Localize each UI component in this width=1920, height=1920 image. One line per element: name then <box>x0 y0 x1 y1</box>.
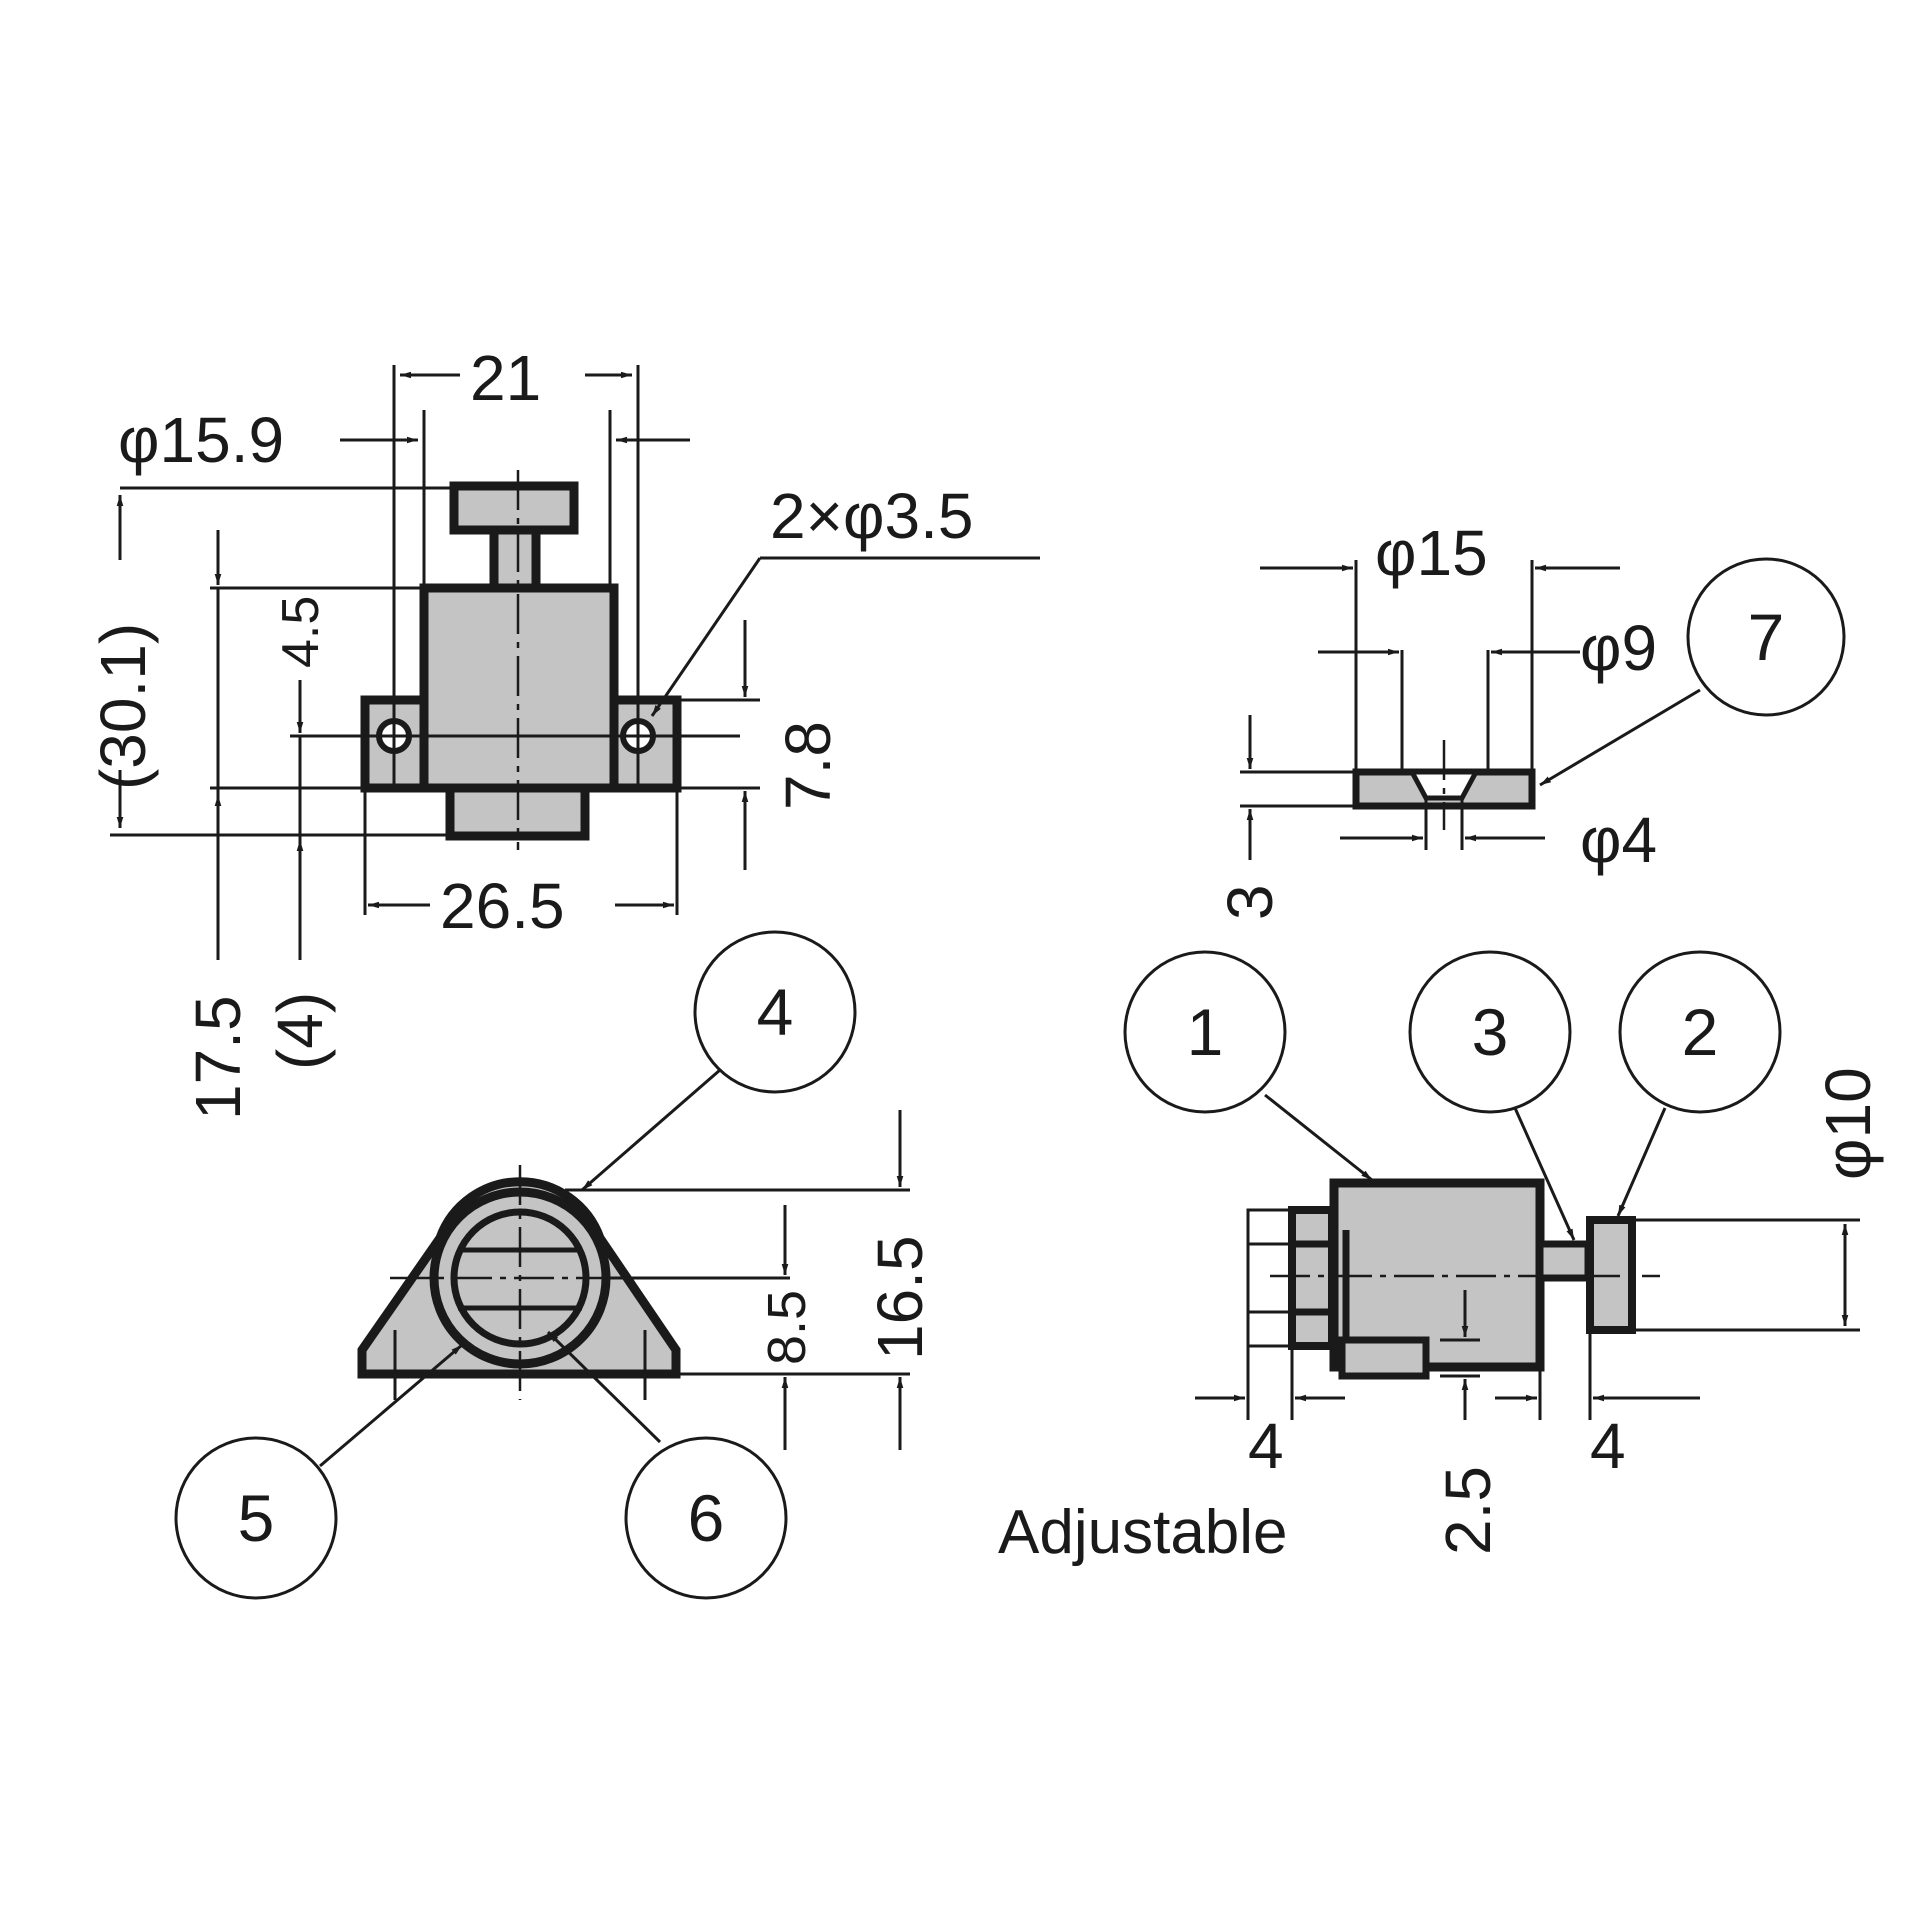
callout-2 <box>1618 950 1782 1114</box>
plunger-stem-side <box>1536 1240 1592 1282</box>
callout-4-label: 4 <box>757 975 794 1049</box>
plunger-stem <box>489 523 541 593</box>
dim-total-height: (30.1) <box>87 623 159 790</box>
callout-5-label: 5 <box>238 1481 275 1555</box>
dim-base-offset: (4) <box>264 992 336 1070</box>
dim-right-4: 4 <box>1590 1410 1626 1482</box>
dim-strike-outer-diameter: φ15 <box>1375 517 1488 589</box>
front-view: 21 φ15.9 2×φ3.5 (30.1) 17.5 4.5 (4) 7.8 … <box>87 342 1040 1120</box>
dim-width-21: 21 <box>470 342 541 414</box>
callout-4 <box>693 930 857 1094</box>
dim-strike-inner-diameter: φ9 <box>1580 612 1657 684</box>
dim-center-height: 8.5 <box>757 1290 817 1365</box>
dim-hole-offset: 4.5 <box>272 596 330 668</box>
dim-left-4: 4 <box>1248 1410 1284 1482</box>
dim-base-width: 26.5 <box>440 870 565 942</box>
callout-7 <box>1686 557 1846 717</box>
callout-2-label: 2 <box>1682 995 1719 1069</box>
callout-3 <box>1408 950 1572 1114</box>
end-view: 8.5 16.5 4 5 6 <box>174 930 936 1600</box>
dim-mounting-holes: 2×φ3.5 <box>770 480 973 552</box>
dim-button-diameter: φ15.9 <box>118 404 284 476</box>
callout-6-label: 6 <box>688 1481 725 1555</box>
push-button-head <box>449 481 579 535</box>
dim-tip-diameter: φ10 <box>1812 1067 1884 1180</box>
strike-plate-view: φ15 φ9 φ4 3 7 <box>1214 517 1846 920</box>
adjustable-label: Adjustable <box>998 1498 1288 1567</box>
dim-flange-height: 7.8 <box>772 721 844 810</box>
callout-7-label: 7 <box>1748 600 1785 674</box>
callout-6 <box>624 1436 788 1600</box>
callout-3-label: 3 <box>1472 995 1509 1069</box>
dim-end-total-height: 16.5 <box>864 1235 936 1360</box>
callout-5 <box>174 1436 338 1600</box>
dim-adjustable-2-5: 2.5 <box>1432 1466 1504 1555</box>
dim-strike-thickness: 3 <box>1214 884 1286 920</box>
dim-body-height: 17.5 <box>182 995 254 1120</box>
callout-1 <box>1123 950 1287 1114</box>
side-view: 4 2.5 Adjustable 4 φ10 1 3 2 <box>998 950 1884 1567</box>
dim-strike-hole-diameter: φ4 <box>1580 804 1657 876</box>
callout-1-label: 1 <box>1187 995 1224 1069</box>
